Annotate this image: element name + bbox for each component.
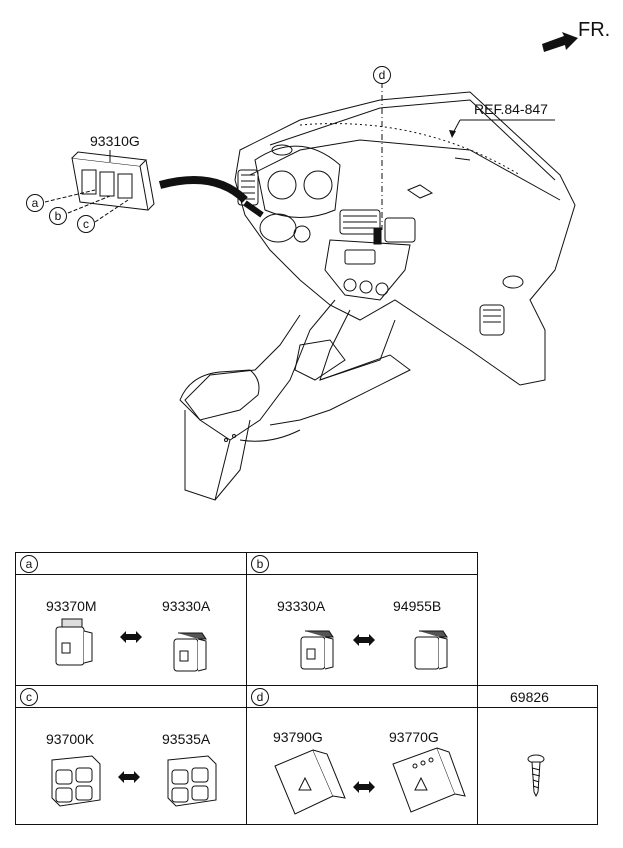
cell-c-right-part: 93535A bbox=[162, 731, 211, 747]
interchange-arrow-icon bbox=[120, 631, 142, 643]
cell-b: b 93330A 94955B bbox=[246, 552, 478, 686]
dashboard-illustration bbox=[44, 82, 576, 501]
cell-e: 69826 bbox=[477, 685, 598, 825]
cell-b-right-part: 94955B bbox=[393, 598, 442, 614]
switch-93330a-icon bbox=[173, 632, 207, 672]
hazard-switch-93770g-icon bbox=[392, 747, 466, 813]
part-label-93310g: 93310G bbox=[90, 133, 140, 149]
interchange-arrow-d-icon bbox=[353, 781, 375, 793]
cell-d-right-part: 93770G bbox=[389, 729, 439, 745]
screw-icon bbox=[527, 754, 545, 798]
cell-d-key: d bbox=[251, 688, 269, 706]
switch-93370m-icon bbox=[55, 618, 93, 666]
switch-93330a-b-icon bbox=[300, 630, 334, 670]
cell-a: a 93370M 93330A bbox=[15, 552, 247, 686]
cell-e-part: 69826 bbox=[510, 689, 549, 705]
cell-a-key: a bbox=[20, 555, 38, 573]
ref-label: REF.84-847 bbox=[474, 101, 548, 117]
fr-label: FR. bbox=[578, 19, 611, 41]
callout-a-left: a bbox=[26, 194, 44, 212]
cell-b-key: b bbox=[251, 555, 269, 573]
cell-b-left-part: 93330A bbox=[277, 598, 326, 614]
cell-a-header bbox=[16, 553, 246, 575]
cell-c-header bbox=[16, 686, 246, 708]
callout-c-left: c bbox=[77, 215, 95, 233]
switch-93535a-icon bbox=[167, 755, 217, 807]
interchange-arrow-b-icon bbox=[353, 634, 375, 646]
cell-a-right-part: 93330A bbox=[162, 598, 211, 614]
cell-c-key: c bbox=[20, 688, 38, 706]
cell-c-left-part: 93700K bbox=[46, 731, 95, 747]
callout-b-left: b bbox=[49, 207, 67, 225]
cell-a-left-part: 93370M bbox=[46, 598, 97, 614]
cell-d-left-part: 93790G bbox=[273, 729, 323, 745]
cell-b-header bbox=[247, 553, 477, 575]
cell-e-header bbox=[478, 686, 597, 708]
cell-d-header bbox=[247, 686, 477, 708]
cell-c: c 93700K 93535A bbox=[15, 685, 247, 825]
switch-93700k-icon bbox=[51, 755, 101, 807]
interchange-arrow-c-icon bbox=[118, 771, 140, 783]
callout-d-top: d bbox=[373, 66, 391, 84]
cell-d: d 93790G 93770G bbox=[246, 685, 478, 825]
front-arrow-icon bbox=[542, 32, 578, 52]
switch-94955b-icon bbox=[414, 630, 448, 670]
hazard-switch-93790g-icon bbox=[274, 749, 346, 815]
